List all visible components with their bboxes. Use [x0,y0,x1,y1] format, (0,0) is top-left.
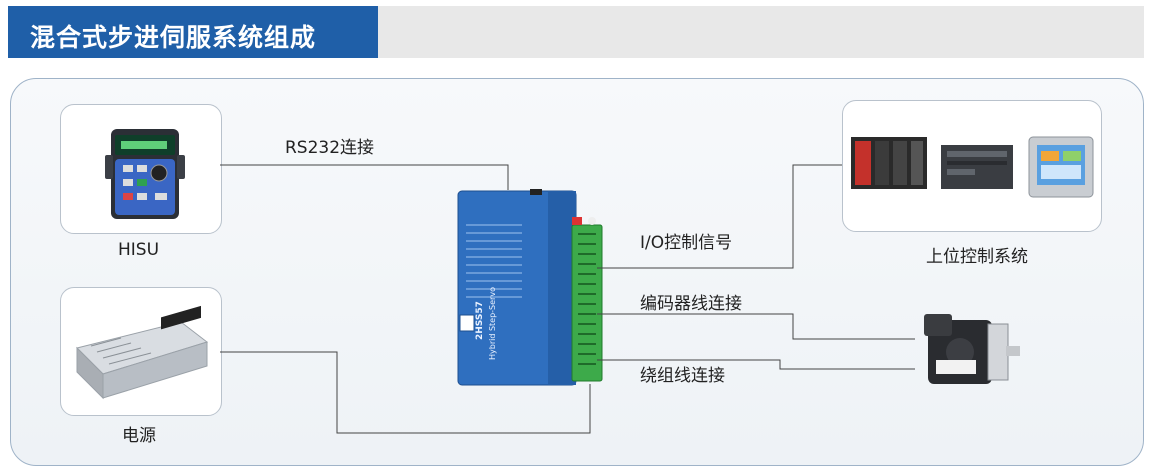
rs232-label: RS232连接 [285,138,375,158]
encoder-line [597,313,915,340]
page-title: 混合式步进伺服系统组成 [30,23,317,52]
hisu-device-image [105,129,185,219]
encoder-label: 编码器线连接 [640,294,742,314]
power-supply-image [76,305,209,400]
power-box [60,287,222,416]
io-label: I/O控制信号 [640,233,733,253]
power-caption: 电源 [122,426,156,446]
winding-line [597,359,915,370]
winding-label: 绕组线连接 [640,366,725,386]
servo-motor-image [924,314,1020,384]
controller-devices-image [851,136,1094,198]
io-line [597,164,842,269]
hisu-box [60,104,222,234]
controller-box [842,100,1102,232]
rs232-line [220,164,509,190]
stepper-driver-image [457,189,603,386]
controller-caption: 上位控制系统 [926,247,1028,267]
hisu-caption: HISU [118,240,160,260]
title-box: 混合式步进伺服系统组成 [8,6,378,58]
power-line [220,351,591,434]
